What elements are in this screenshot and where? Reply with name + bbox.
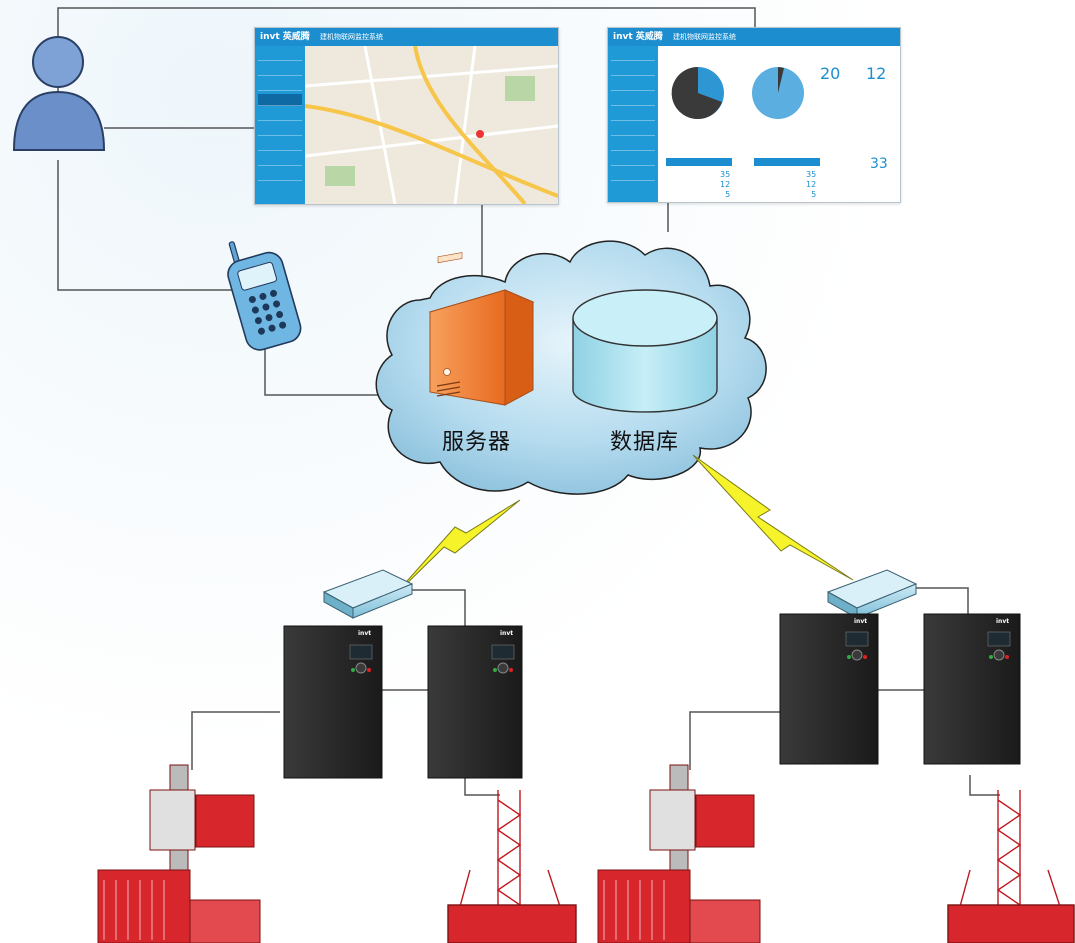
brand-logo: invt 英威腾	[260, 32, 310, 42]
wire-drive4-tower2	[969, 775, 1000, 796]
drive-1-brand: invt	[358, 630, 372, 637]
app-title: 建机物联网监控系统	[320, 33, 384, 41]
app-header: invt 英威腾 建机物联网监控系统	[255, 28, 558, 46]
mobile-phone-icon	[227, 241, 302, 351]
router-left-icon	[322, 569, 414, 619]
drive-1	[283, 625, 383, 779]
lightning-bolt-right	[692, 454, 854, 581]
wire-phone-cloud	[264, 345, 410, 396]
wire-user-phone	[57, 160, 236, 291]
server-icon	[428, 252, 535, 406]
database-label: 数据库	[610, 430, 680, 455]
map-view[interactable]	[305, 46, 558, 204]
wire-drive1-elevator1	[191, 711, 280, 770]
database-icon	[572, 289, 718, 413]
wire-drive3-elevator2	[689, 711, 782, 770]
drive-3-brand: invt	[854, 618, 868, 625]
tower-crane-left	[447, 790, 577, 943]
app-sidebar	[255, 46, 305, 204]
drive-2-brand: invt	[500, 630, 514, 637]
drive-4	[923, 613, 1021, 765]
user-icon	[12, 36, 106, 151]
brand-logo: invt 英威腾	[613, 32, 663, 42]
stat-count-a: 20	[820, 64, 841, 83]
drive-4-brand: invt	[996, 618, 1010, 625]
app-header: invt 英威腾 建机物联网监控系统	[608, 28, 900, 46]
construction-elevator-right	[597, 764, 761, 943]
table-header-left	[666, 158, 732, 166]
stat-count-c: 33	[870, 156, 888, 172]
stat-count-b: 12	[866, 64, 887, 83]
drive-3	[779, 613, 879, 765]
drive-2	[427, 625, 523, 779]
server-label: 服务器	[442, 430, 512, 455]
app-sidebar	[608, 46, 658, 202]
tower-crane-right	[947, 790, 1075, 943]
router-right-icon	[826, 569, 918, 619]
app-title: 建机物联网监控系统	[673, 33, 737, 41]
monitoring-map-screen: invt 英威腾 建机物联网监控系统	[254, 27, 559, 205]
pie-charts	[671, 66, 804, 119]
wire-drive2-tower1	[464, 775, 500, 796]
table-header-right	[754, 158, 820, 166]
construction-elevator-left	[97, 764, 261, 943]
